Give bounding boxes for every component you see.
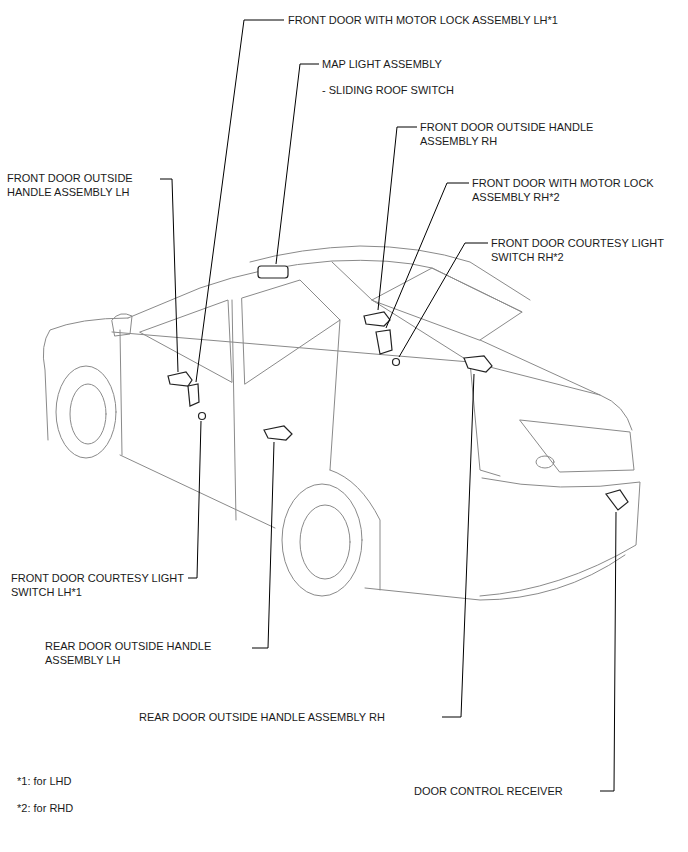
motor-lock-lh-part	[188, 384, 199, 406]
car-rear-wheel-rim	[300, 505, 350, 579]
car-roofline	[128, 260, 522, 318]
car-rear-wheel	[282, 484, 362, 596]
footnote: *1: for LHD	[16, 774, 72, 788]
leader-line	[252, 442, 274, 648]
leader-line	[399, 243, 488, 357]
leader-line	[600, 512, 616, 791]
leader-line	[187, 421, 201, 578]
leader-line	[276, 64, 319, 264]
leader-line	[160, 179, 178, 372]
part-label: FRONT DOOR OUTSIDE HANDLE ASSEMBLY RH	[419, 120, 626, 148]
leader-line	[196, 20, 284, 382]
part-label: MAP LIGHT ASSEMBLY	[321, 57, 443, 71]
map-light-part	[258, 266, 288, 278]
car-front-window	[140, 300, 232, 382]
footnote: *2: for RHD	[16, 801, 74, 815]
part-label: FRONT DOOR COURTESY LIGHT SWITCH LH*1	[10, 571, 188, 599]
front-handle-lh-part	[168, 372, 192, 386]
part-label: FRONT DOOR WITH MOTOR LOCK ASSEMBLY LH*1	[287, 13, 559, 27]
car-sill	[120, 455, 275, 528]
car-lower-body	[365, 555, 625, 600]
part-label: - SLIDING ROOF SWITCH	[321, 83, 455, 97]
front-handle-rh-part	[364, 312, 390, 326]
courtesy-switch-lh-part	[199, 413, 206, 420]
car-front-wheel	[56, 366, 116, 458]
car-beltline	[112, 332, 600, 395]
car-roof-far	[250, 246, 530, 300]
car-back-glass	[372, 268, 522, 340]
part-label: FRONT DOOR WITH MOTOR LOCK ASSEMBLY RH*2	[471, 176, 658, 204]
part-label: FRONT DOOR COURTESY LIGHT SWITCH RH*2	[490, 236, 670, 264]
car-rear-panel	[470, 362, 500, 476]
courtesy-switch-rh-part	[393, 359, 400, 366]
car-mirror	[112, 314, 132, 336]
part-label: FRONT DOOR OUTSIDE HANDLE ASSEMBLY LH	[6, 171, 160, 199]
part-label: DOOR CONTROL RECEIVER	[413, 784, 564, 798]
motor-lock-rh-part	[376, 330, 392, 354]
door-control-receiver-part	[606, 490, 628, 510]
leader-line	[442, 374, 474, 717]
part-label: REAR DOOR OUTSIDE HANDLE ASSEMBLY RH	[138, 710, 386, 724]
leader-line	[378, 127, 417, 310]
rear-handle-lh-part	[264, 426, 292, 440]
rear-handle-rh-part	[464, 356, 492, 372]
car-emblem	[536, 456, 554, 468]
car-door-seam	[232, 300, 236, 520]
car-front-door-seam	[120, 330, 122, 455]
car-rear-door-seam	[330, 320, 340, 470]
car-trunk	[480, 340, 632, 430]
car-rear-window	[242, 280, 340, 384]
car-front-wheel-rim	[70, 384, 106, 444]
car-tail-light	[520, 420, 634, 472]
part-label: REAR DOOR OUTSIDE HANDLE ASSEMBLY LH	[44, 639, 252, 667]
leader-line	[386, 183, 469, 328]
